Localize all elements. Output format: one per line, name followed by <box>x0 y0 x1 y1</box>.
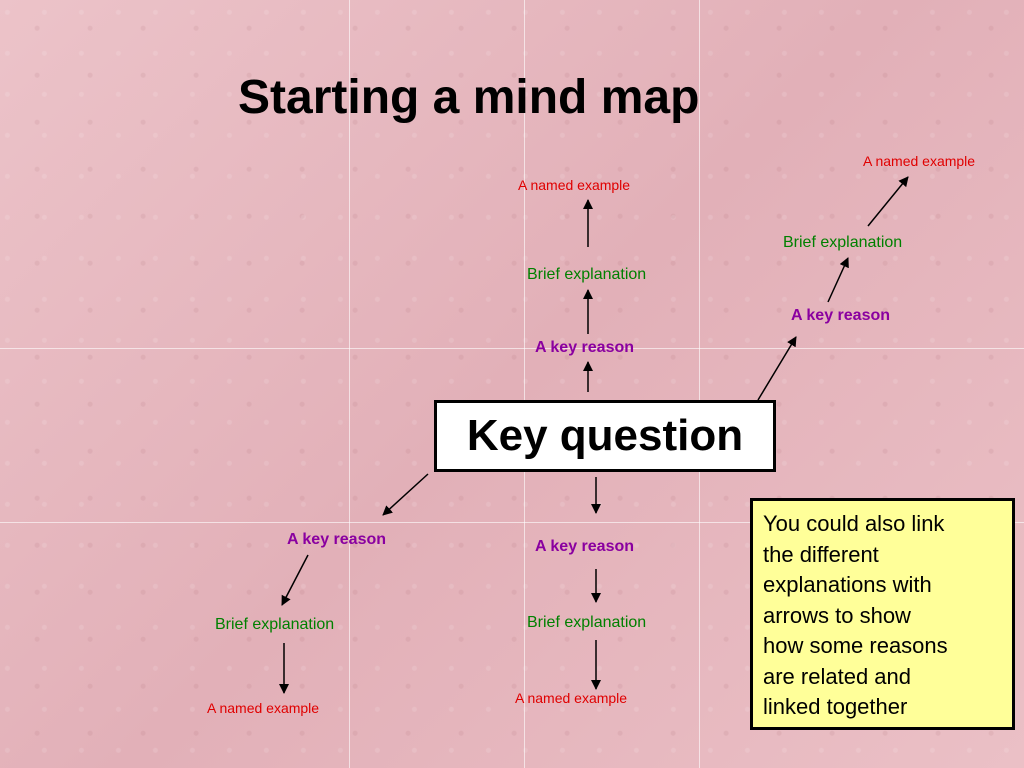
grid-line <box>349 0 350 768</box>
arrow-question-to-bottomleft-reason <box>382 473 429 516</box>
arrow-question-to-topright-reason <box>757 336 797 401</box>
bottom-reason: A key reason <box>535 538 635 555</box>
key-question-text: Key question <box>466 411 744 460</box>
topright-example: A named example <box>863 153 976 169</box>
topright-explanation: Brief explanation <box>783 234 903 251</box>
arrow-bottomleft-reason-to-explanation <box>281 554 309 606</box>
top-reason: A key reason <box>535 339 635 356</box>
bottom-example: A named example <box>515 690 628 706</box>
arrow-topright-explanation-to-example <box>867 176 909 227</box>
note-box: You could also link the different explan… <box>750 498 1015 730</box>
bottom-explanation: Brief explanation <box>527 614 647 631</box>
page-title: Starting a mind map <box>238 71 700 124</box>
grid-line <box>0 348 1024 349</box>
topright-reason: A key reason <box>791 307 891 324</box>
bottomleft-example: A named example <box>207 700 320 716</box>
arrow-topright-reason-to-explanation <box>827 257 849 303</box>
grid-line <box>524 0 525 768</box>
top-explanation: Brief explanation <box>527 266 647 283</box>
grid-line <box>699 0 700 768</box>
bottomleft-reason: A key reason <box>287 531 387 548</box>
bottomleft-explanation: Brief explanation <box>215 616 335 633</box>
key-question-box: Key question <box>434 400 776 472</box>
grid-line <box>0 522 1024 523</box>
top-example: A named example <box>518 177 631 193</box>
